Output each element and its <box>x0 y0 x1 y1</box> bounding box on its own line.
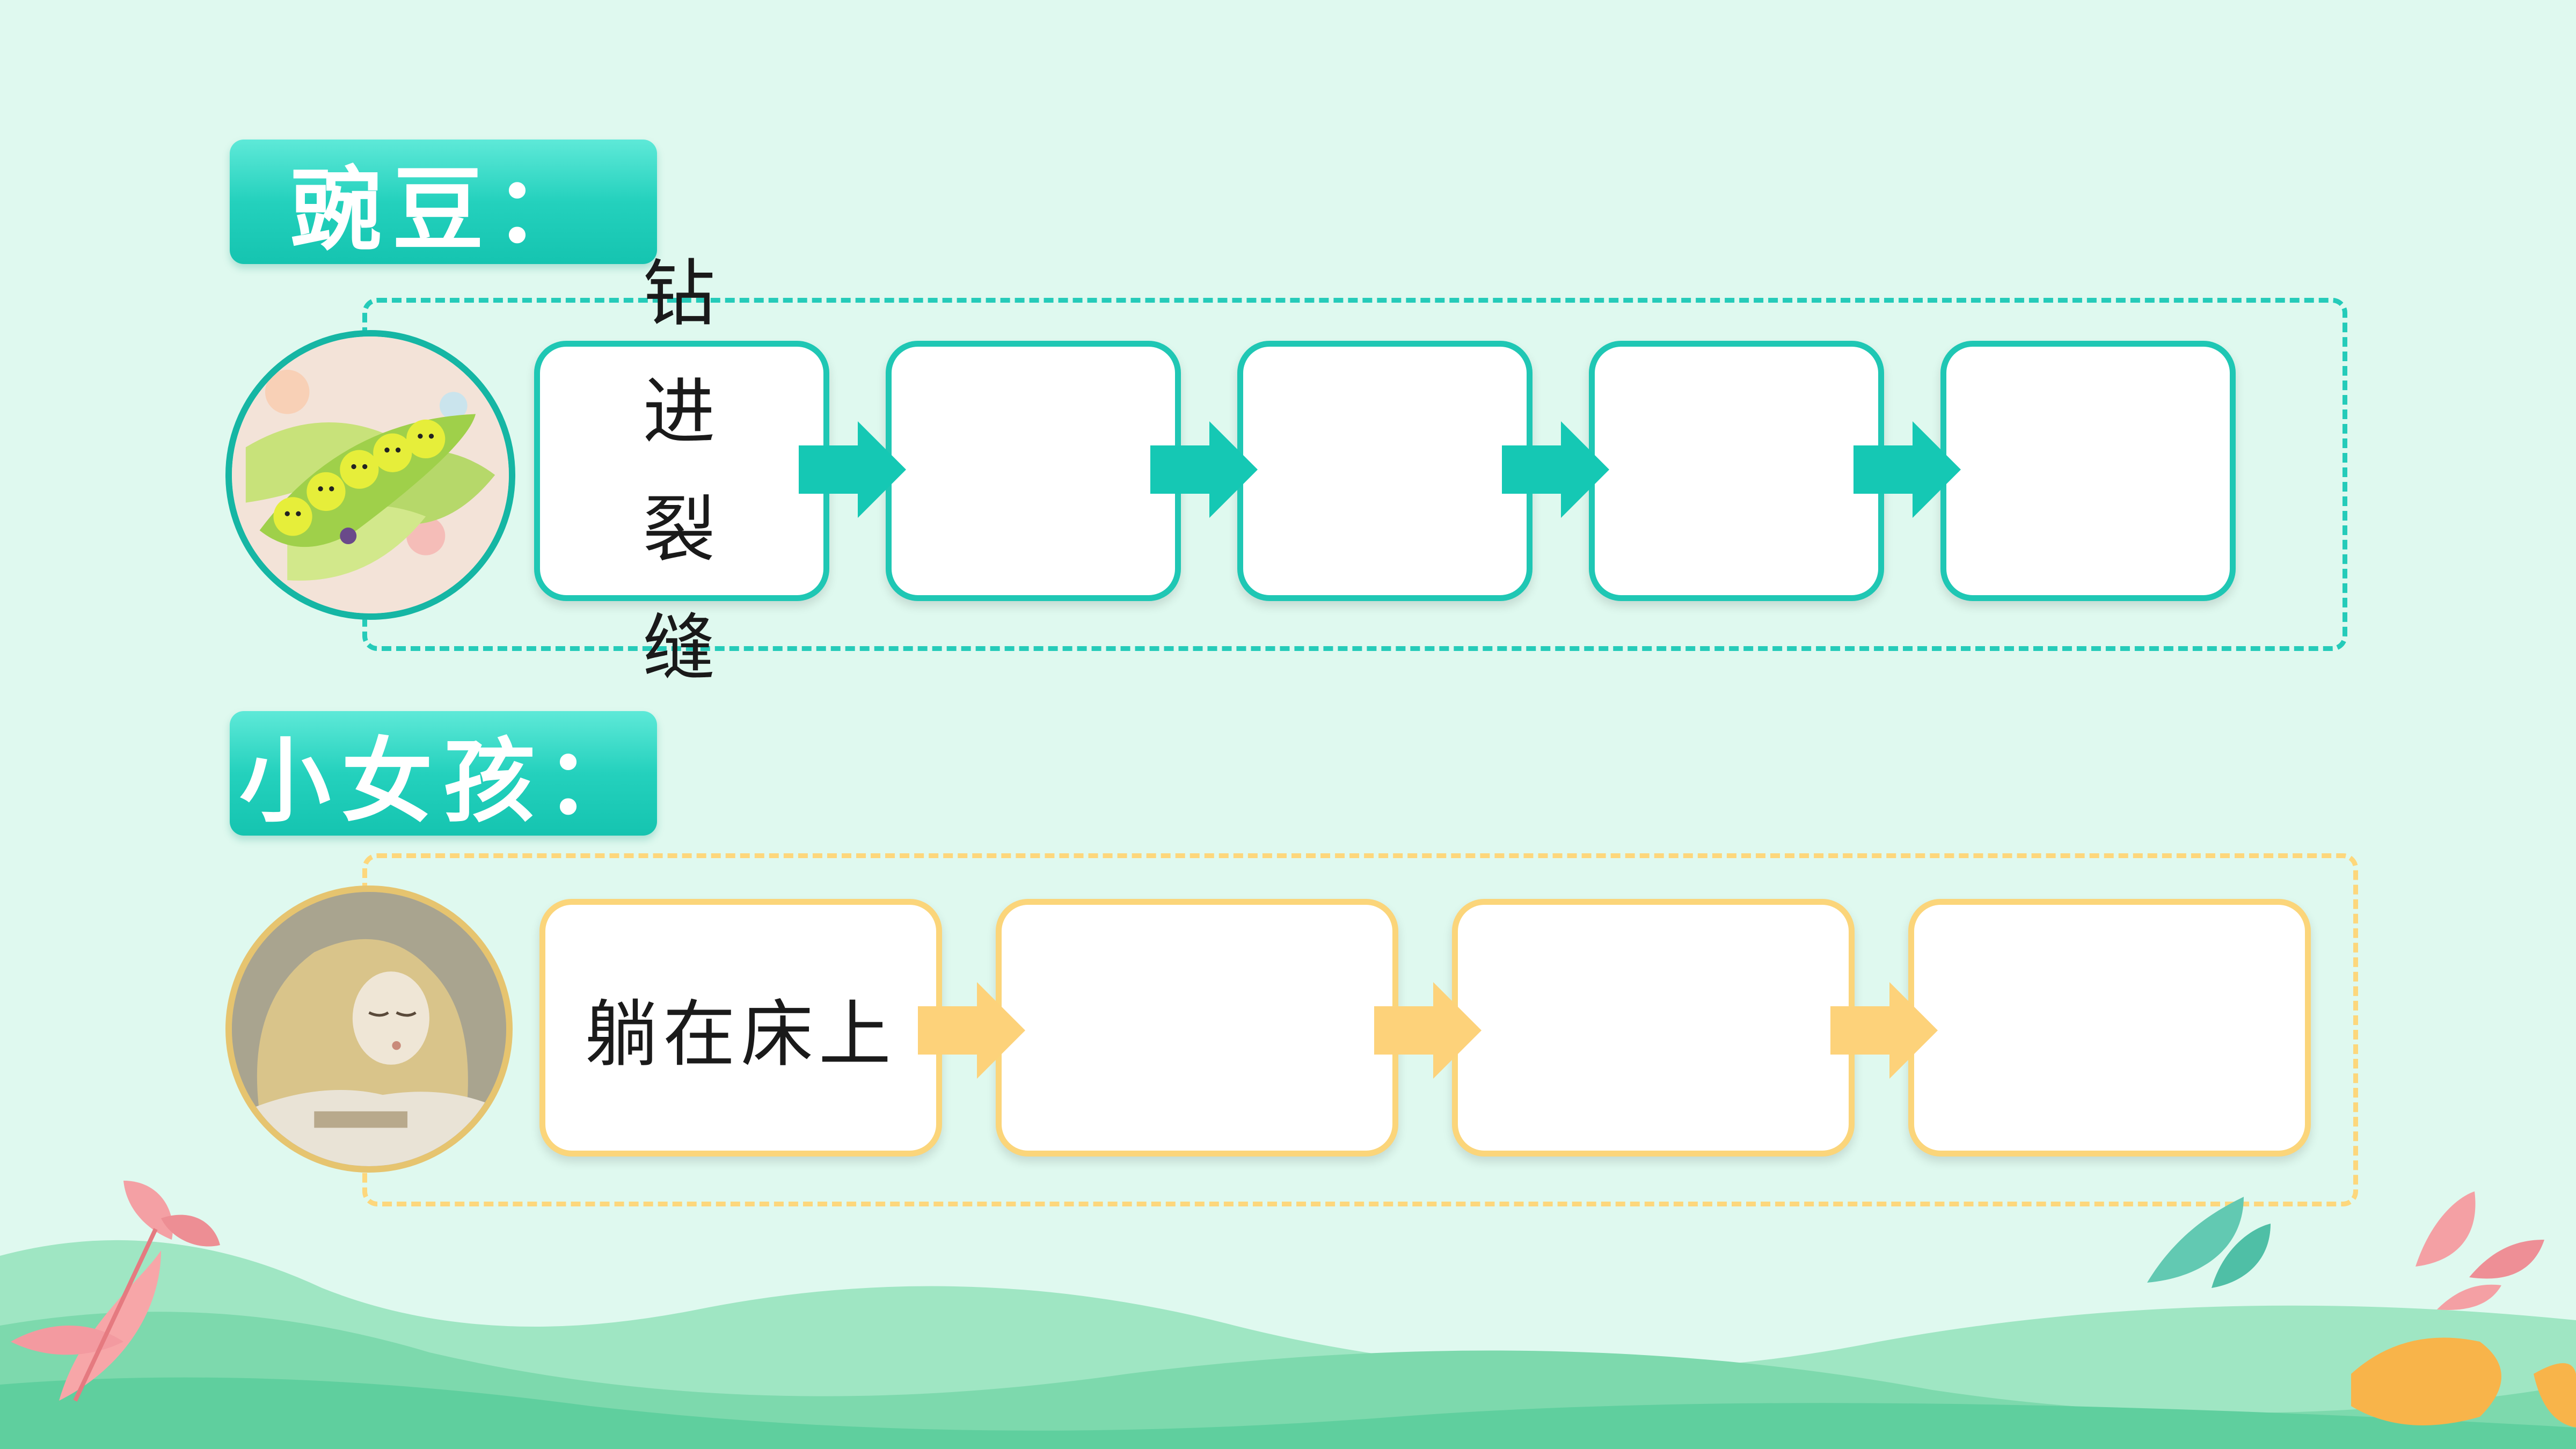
pea-step-box[interactable] <box>1237 341 1533 601</box>
girl-section-title: 小女孩： <box>230 711 657 836</box>
arrow-right-icon <box>1150 421 1258 518</box>
sleeping-girl-illustration <box>225 885 513 1173</box>
pea-step-box[interactable] <box>1589 341 1884 601</box>
pea-step-box[interactable] <box>1940 341 2236 601</box>
pea-step-box[interactable] <box>886 341 1181 601</box>
leaf-decoration-icon <box>0 1148 2576 1449</box>
girl-step-box[interactable] <box>1452 899 1855 1157</box>
girl-step-box: 躺在床上 <box>539 899 942 1157</box>
girl-step-box[interactable] <box>996 899 1398 1157</box>
pea-pod-illustration <box>225 330 515 620</box>
arrow-right-icon <box>1502 421 1609 518</box>
arrow-right-icon <box>918 982 1025 1079</box>
girl-step-text: 躺在床上 <box>585 992 896 1077</box>
arrow-right-icon <box>1853 421 1961 518</box>
pea-step-box: 钻进 裂缝 <box>534 252 829 690</box>
arrow-right-icon <box>1374 982 1482 1079</box>
girl-step-box[interactable] <box>1908 899 2311 1157</box>
arrow-right-icon <box>799 421 906 518</box>
pea-section-title: 豌豆： <box>230 140 657 264</box>
arrow-right-icon <box>1830 982 1938 1079</box>
pea-step-text: 钻进 裂缝 <box>643 251 721 690</box>
